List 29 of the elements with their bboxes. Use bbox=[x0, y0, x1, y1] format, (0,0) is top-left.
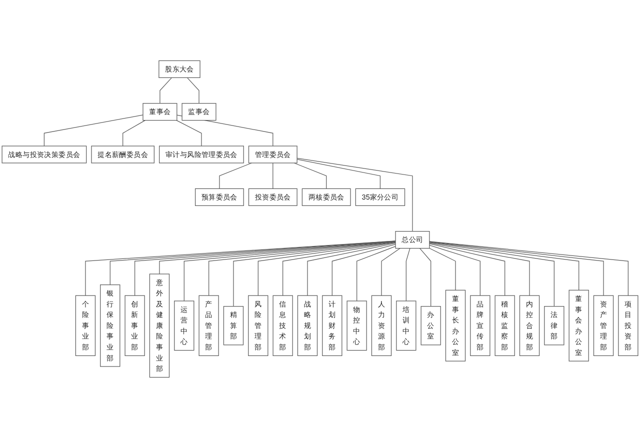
connector bbox=[356, 246, 396, 302]
connector bbox=[44, 114, 144, 146]
connector bbox=[176, 120, 202, 146]
connector bbox=[294, 162, 327, 189]
connector bbox=[160, 77, 172, 104]
connector bbox=[258, 242, 396, 296]
connector bbox=[296, 159, 381, 189]
connector bbox=[419, 248, 432, 307]
connector bbox=[186, 77, 200, 104]
connector bbox=[332, 244, 396, 296]
connector bbox=[429, 244, 480, 296]
connector bbox=[296, 158, 413, 232]
connector bbox=[429, 242, 580, 290]
connector bbox=[429, 242, 530, 296]
connector bbox=[429, 243, 506, 296]
connector bbox=[110, 240, 396, 286]
connector bbox=[429, 242, 554, 307]
connector bbox=[85, 240, 396, 296]
connector bbox=[208, 241, 396, 296]
connector bbox=[381, 248, 400, 296]
connector bbox=[272, 162, 274, 189]
connector bbox=[282, 242, 396, 296]
connector bbox=[406, 248, 410, 302]
connector bbox=[134, 240, 396, 296]
connector bbox=[219, 162, 252, 189]
connector bbox=[307, 242, 396, 296]
connector bbox=[233, 242, 396, 307]
connector bbox=[184, 241, 396, 302]
connector bbox=[122, 120, 146, 146]
